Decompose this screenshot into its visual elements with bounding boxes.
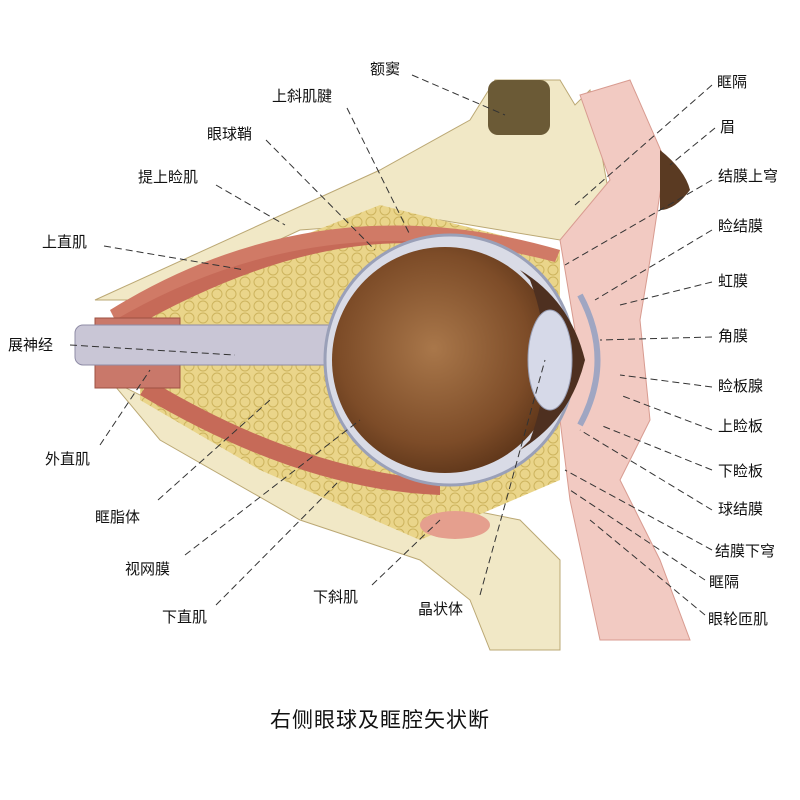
optic-nerve: [74, 324, 346, 366]
label-inferior-fornix: 结膜下穹: [715, 542, 776, 560]
label-eyebrow: 眉: [720, 118, 736, 136]
inferior-oblique-muscle: [420, 511, 490, 539]
levator-muscle: [110, 225, 560, 320]
label-inferior-rectus: 下直肌: [162, 608, 208, 626]
label-levator: 提上睑肌: [138, 168, 199, 186]
label-tarsal-glands: 睑板腺: [718, 377, 764, 395]
label-frontal-sinus: 额窦: [370, 60, 401, 78]
figure-title: 右侧眼球及眶腔矢状断: [270, 708, 490, 732]
label-superior-tarsus: 上睑板: [718, 417, 764, 435]
cornea: [577, 293, 601, 427]
eyeball-interior: [332, 247, 558, 473]
label-lateral-rectus: 外直肌: [45, 450, 91, 468]
label-superior-fornix: 结膜上穹: [718, 167, 779, 185]
label-orbital-septum-upper: 眶隔: [717, 73, 748, 91]
label-lens: 晶状体: [418, 600, 464, 618]
frontal-sinus: [488, 80, 550, 135]
label-superior-oblique-tendon: 上斜肌腱: [272, 87, 333, 105]
inferior-rectus-muscle: [140, 380, 440, 495]
label-superior-rectus: 上直肌: [42, 233, 88, 251]
label-bulbar-sheath: 眼球鞘: [207, 125, 253, 143]
label-retina: 视网膜: [125, 560, 171, 578]
label-iris: 虹膜: [718, 272, 749, 290]
orbital-roof-bone: [94, 79, 611, 301]
label-orbital-fat: 眶脂体: [95, 508, 141, 526]
label-palpebral-conjunctiva: 睑结膜: [718, 217, 764, 235]
label-abducens-nerve: 展神经: [8, 336, 54, 354]
eyebrow: [660, 150, 690, 210]
label-inferior-oblique: 下斜肌: [313, 588, 359, 606]
leader-lines: [69, 74, 716, 616]
label-orbital-septum-lower: 眶隔: [709, 573, 740, 591]
label-bulbar-conjunctiva: 球结膜: [718, 500, 764, 518]
label-inferior-tarsus: 下睑板: [718, 462, 764, 480]
label-orbicularis: 眼轮匝肌: [708, 610, 769, 628]
lens: [527, 309, 573, 411]
label-cornea: 角膜: [718, 327, 749, 345]
eyelid-skin: [559, 79, 691, 641]
